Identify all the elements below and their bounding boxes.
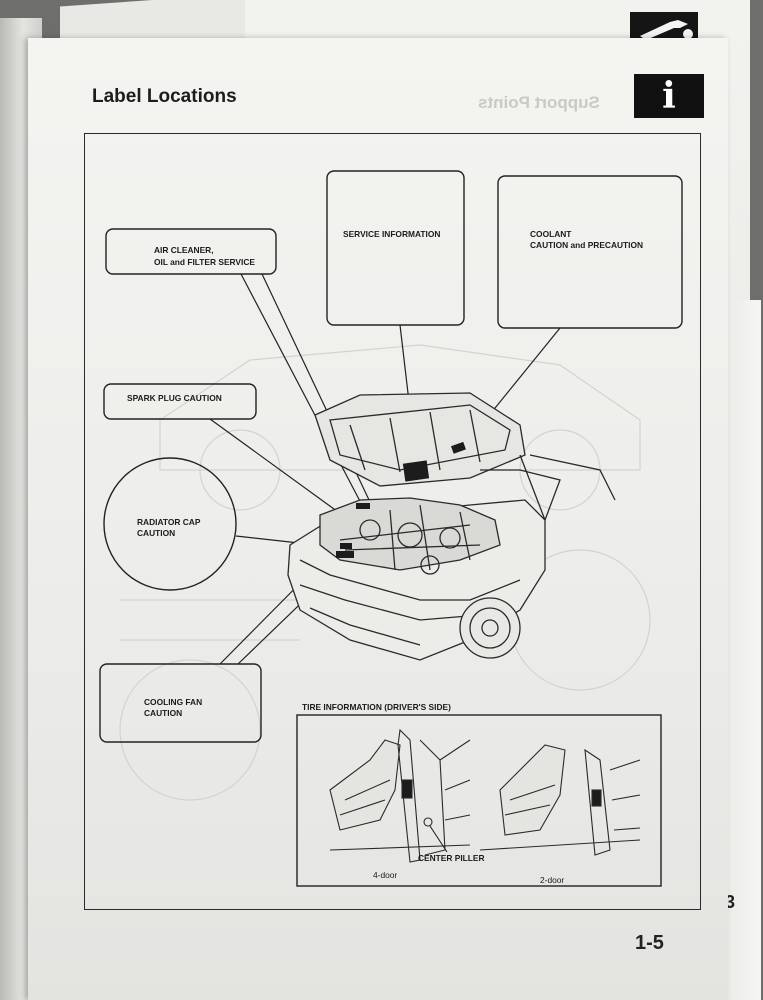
coolant-caution-label: CAUTION and PRECAUTION	[530, 240, 644, 250]
air-cleaner-callout-box	[105, 228, 277, 275]
oil-filter-service-label: OIL and FILTER SERVICE	[154, 257, 255, 267]
service-information-callout-box	[326, 170, 465, 326]
cooling-fan-callout-box	[99, 663, 262, 743]
info-icon: i	[634, 74, 704, 118]
service-information-label: SERVICE INFORMATION	[343, 229, 441, 239]
tire-information-title: TIRE INFORMATION (DRIVER'S SIDE)	[302, 702, 451, 712]
coolant-callout-box	[497, 175, 683, 329]
tire-information-inset	[296, 714, 662, 887]
radiator-cap-label: RADIATOR CAP	[137, 517, 201, 527]
spark-plug-caution-label: SPARK PLUG CAUTION	[127, 393, 222, 403]
air-cleaner-label: AIR CLEANER,	[154, 245, 214, 255]
center-pillar-label: CENTER PILLER	[418, 853, 485, 863]
label-markers	[336, 441, 466, 558]
page-title: Label Locations	[92, 86, 237, 107]
door-pillar-illustrations	[329, 728, 641, 863]
center-pillar-leader	[429, 825, 448, 853]
car-engine-bay-illustration	[287, 392, 616, 661]
spark-plug-callout-box	[103, 383, 257, 420]
two-door-label: 2-door	[540, 875, 565, 885]
coolant-label: COOLANT	[530, 229, 572, 239]
cooling-fan-label: COOLING FAN	[144, 697, 203, 707]
four-door-label: 4-door	[373, 870, 398, 880]
radiator-cap-callout-circle	[103, 457, 237, 591]
diagram-frame	[84, 133, 701, 910]
cooling-fan-caution-label: CAUTION	[144, 708, 183, 718]
radiator-caution-label: CAUTION	[137, 528, 176, 538]
page-number: 1-5	[635, 932, 664, 954]
